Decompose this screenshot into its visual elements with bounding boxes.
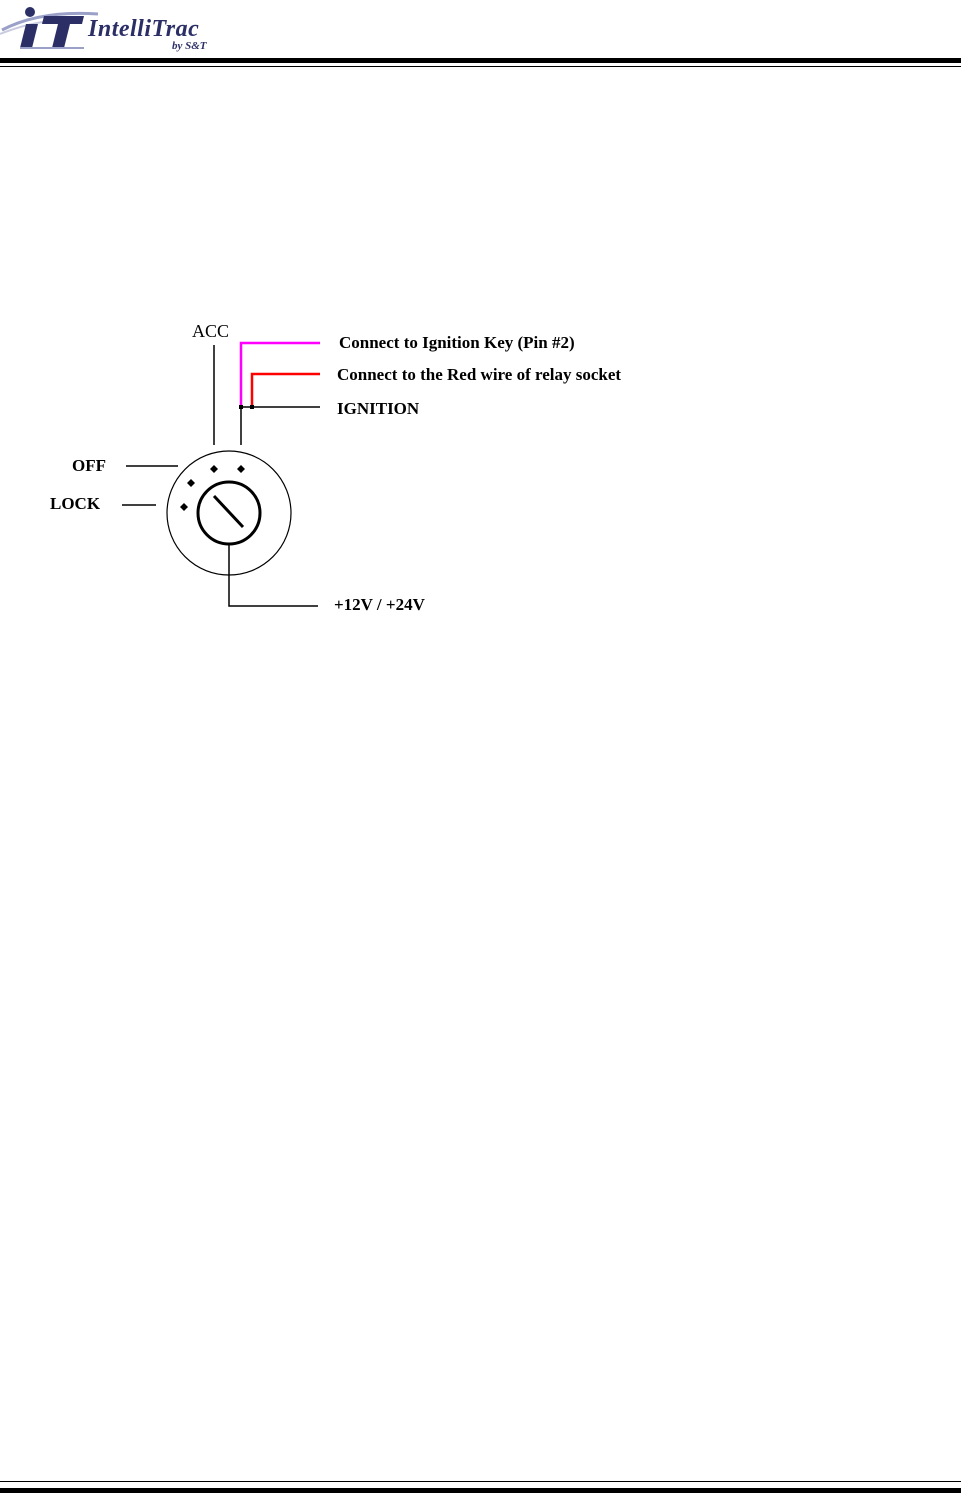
ignition-key-wire [239,341,320,407]
footer-rule-thick [0,1488,961,1493]
relay-red-wire [250,372,320,407]
logo-text: IntelliTrac [88,16,200,42]
logo-icon [0,7,99,49]
label-off: OFF [72,456,106,475]
position-dot-lock [180,503,188,511]
junction-dot-2 [250,405,254,409]
label-ignition: IGNITION [337,399,420,418]
header-rule-thick [0,58,961,63]
label-ignition-key: Connect to Ignition Key (Pin #2) [339,333,575,352]
label-lock: LOCK [50,494,101,513]
ignition-wiring-diagram: ACC Connect to Ignition Key (Pin #2) Con… [0,300,961,640]
footer-rule-thin [0,1481,961,1482]
header-rule-thin [0,66,961,67]
logo-subtext: by S&T [172,40,207,52]
position-dot-acc [210,465,218,473]
intellitrac-logo: IntelliTrac by S&T [0,0,260,58]
label-acc: ACC [192,321,230,341]
page-header: IntelliTrac by S&T [0,0,961,70]
key-slot [212,494,245,529]
position-dot-off [187,479,195,487]
junction-dot-1 [239,405,243,409]
label-power: +12V / +24V [334,595,425,614]
label-relay-red-wire: Connect to the Red wire of relay socket [337,365,622,384]
power-wire [228,544,318,607]
wiring-lines [122,341,320,607]
position-dot-ignition [237,465,245,473]
